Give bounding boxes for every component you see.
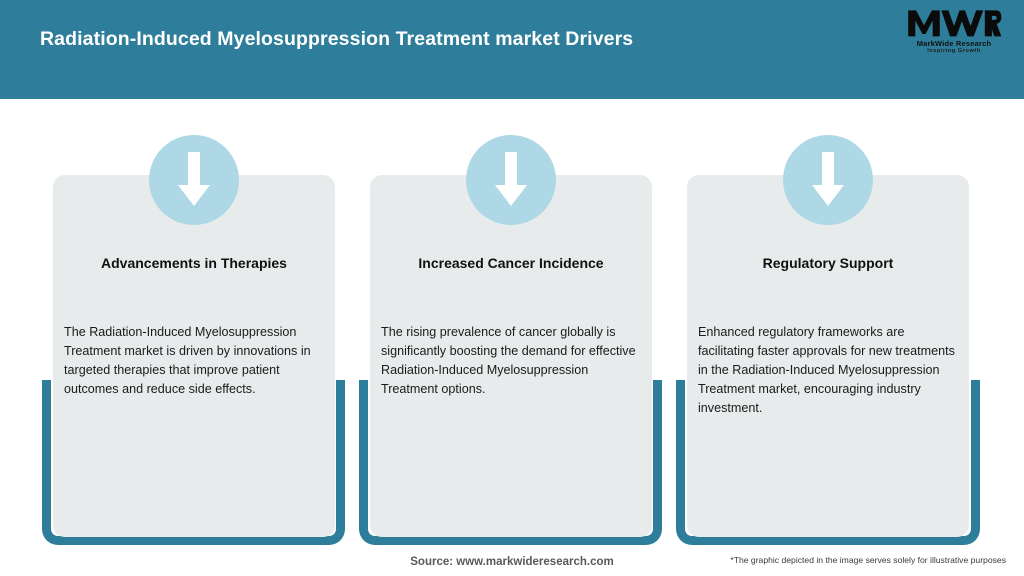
source-label: Source: www.markwideresearch.com xyxy=(410,556,614,568)
card-accent-frame xyxy=(676,380,980,545)
arrow-down-icon xyxy=(783,135,873,225)
logo-company-name: MarkWide Research xyxy=(916,39,992,48)
arrow-down-glyph xyxy=(812,152,844,206)
card-panel: Advancements in Therapies The Radiation-… xyxy=(53,175,335,537)
card-heading: Regulatory Support xyxy=(762,255,894,271)
card-heading: Increased Cancer Incidence xyxy=(418,255,604,271)
arrow-down-glyph xyxy=(494,152,527,206)
drivers-card-group: Advancements in Therapies The Radiation-… xyxy=(0,99,1024,576)
card-heading: Advancements in Therapies xyxy=(101,255,287,271)
brand-logo: MarkWide Research Inspiring Growth xyxy=(906,8,1002,62)
arrow-down-icon xyxy=(465,135,556,225)
card-accent-frame xyxy=(42,380,345,545)
arrow-down-icon xyxy=(148,135,239,225)
logo-tagline: Inspiring Growth xyxy=(927,48,981,54)
arrow-down-glyph xyxy=(177,152,210,206)
card-panel: Increased Cancer Incidence The rising pr… xyxy=(370,175,652,537)
card-description: The Radiation-Induced Myelosuppression T… xyxy=(64,325,311,396)
header-banner: Radiation-Induced Myelosuppression Treat… xyxy=(0,0,1024,99)
disclaimer-note: *The graphic depicted in the image serve… xyxy=(730,555,1006,565)
card-description: The rising prevalence of cancer globally… xyxy=(381,325,636,396)
page-title: Radiation-Induced Myelosuppression Treat… xyxy=(40,28,634,50)
card-accent-frame xyxy=(359,380,662,545)
card-description: Enhanced regulatory frameworks are facil… xyxy=(698,325,955,415)
mwr-logo-icon xyxy=(908,10,1002,37)
card-panel: Regulatory Support Enhanced regulatory f… xyxy=(687,175,969,537)
